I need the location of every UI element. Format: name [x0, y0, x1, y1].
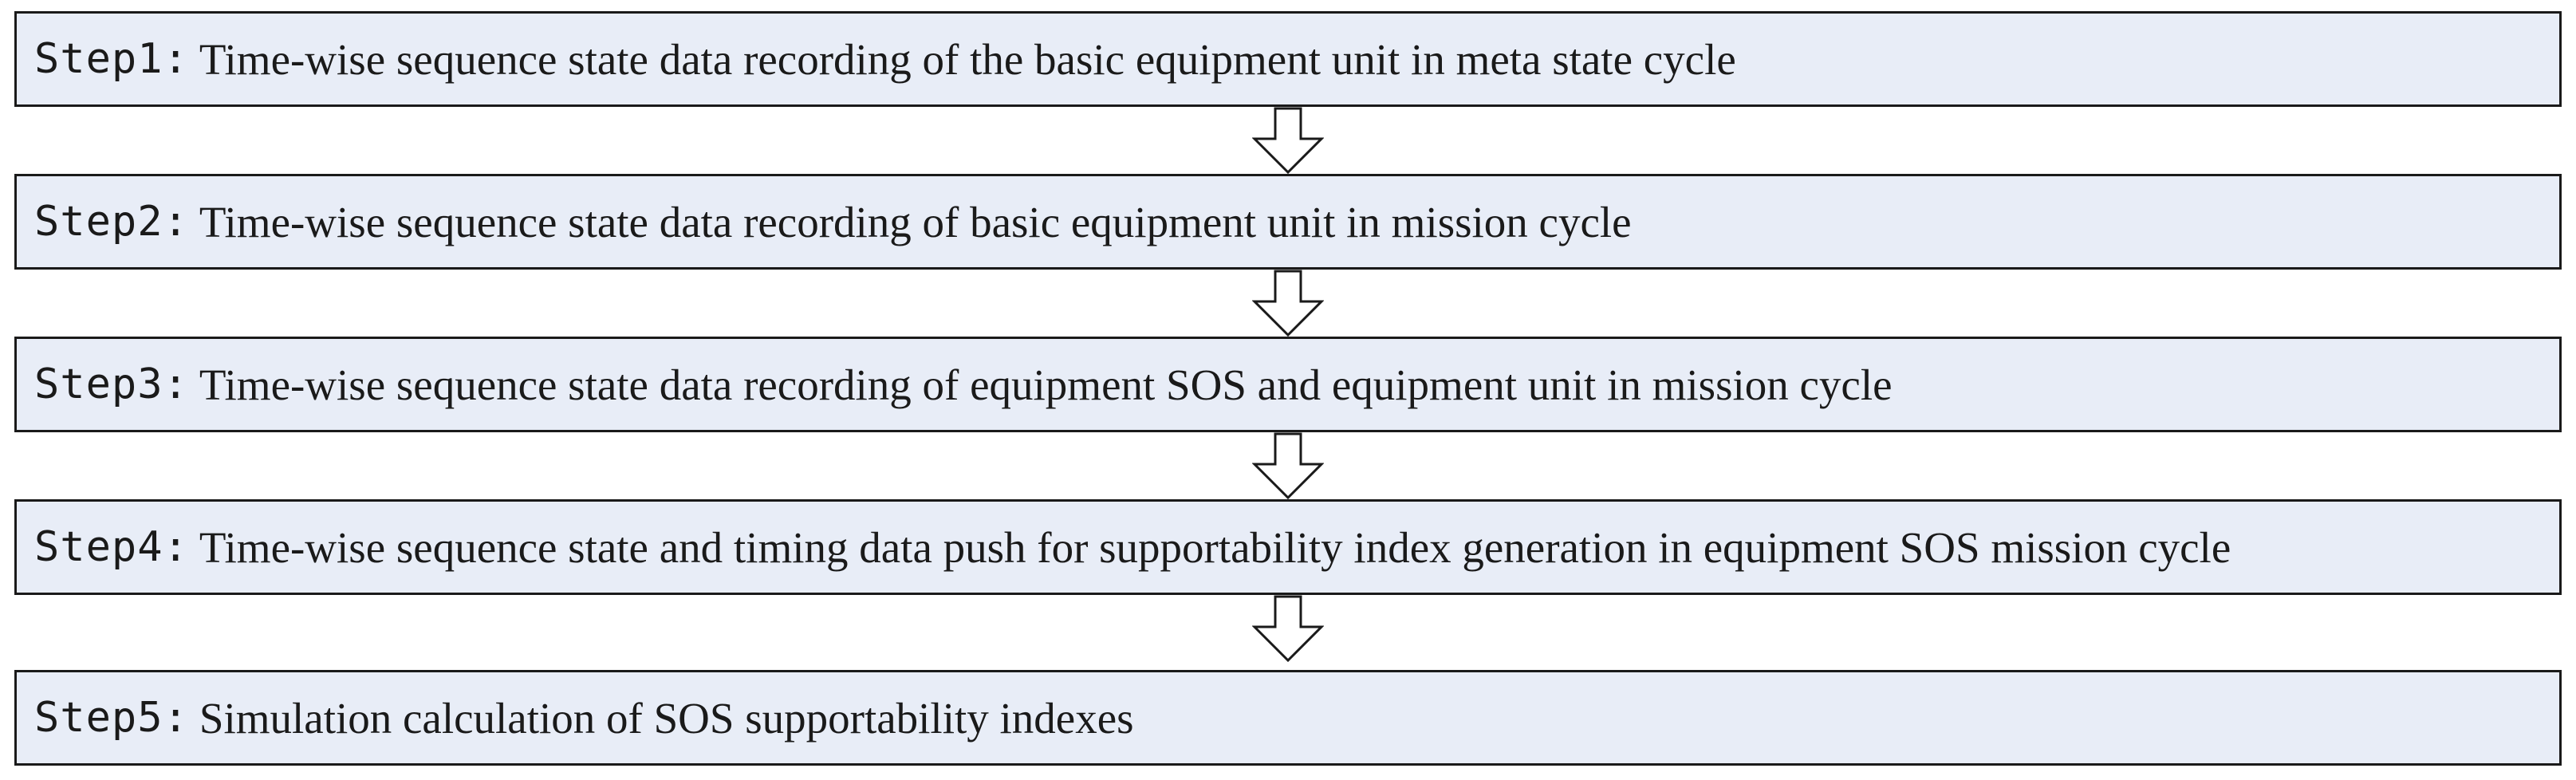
step-4-text: Time-wise sequence state and timing data…: [199, 522, 2231, 572]
step-5-separator: :: [163, 694, 188, 742]
step-3-label: Step3: [34, 360, 163, 408]
step-1-text: Time-wise sequence state data recording …: [199, 34, 1736, 84]
step-3-separator: :: [163, 360, 188, 408]
step-2-label: Step2: [34, 198, 163, 246]
step-1-separator: :: [163, 35, 188, 83]
step-5-box: Step5:Simulation calculation of SOS supp…: [14, 670, 2562, 766]
down-arrow-icon: [1252, 107, 1324, 174]
step-2-box: Step2:Time-wise sequence state data reco…: [14, 174, 2562, 270]
down-arrow-icon: [1252, 432, 1324, 499]
down-arrow-icon: [1252, 595, 1324, 662]
step-3-text: Time-wise sequence state data recording …: [199, 360, 1893, 409]
step-4-separator: :: [163, 523, 188, 571]
step-2-separator: :: [163, 198, 188, 246]
step-4-box: Step4:Time-wise sequence state and timin…: [14, 499, 2562, 595]
step-5-text: Simulation calculation of SOS supportabi…: [199, 693, 1134, 743]
down-arrow-icon: [1252, 270, 1324, 337]
step-3-box: Step3:Time-wise sequence state data reco…: [14, 337, 2562, 432]
step-4-label: Step4: [34, 523, 163, 571]
step-2-text: Time-wise sequence state data recording …: [199, 197, 1632, 246]
step-1-box: Step1:Time-wise sequence state data reco…: [14, 11, 2562, 107]
step-1-label: Step1: [34, 35, 163, 83]
step-5-label: Step5: [34, 694, 163, 742]
